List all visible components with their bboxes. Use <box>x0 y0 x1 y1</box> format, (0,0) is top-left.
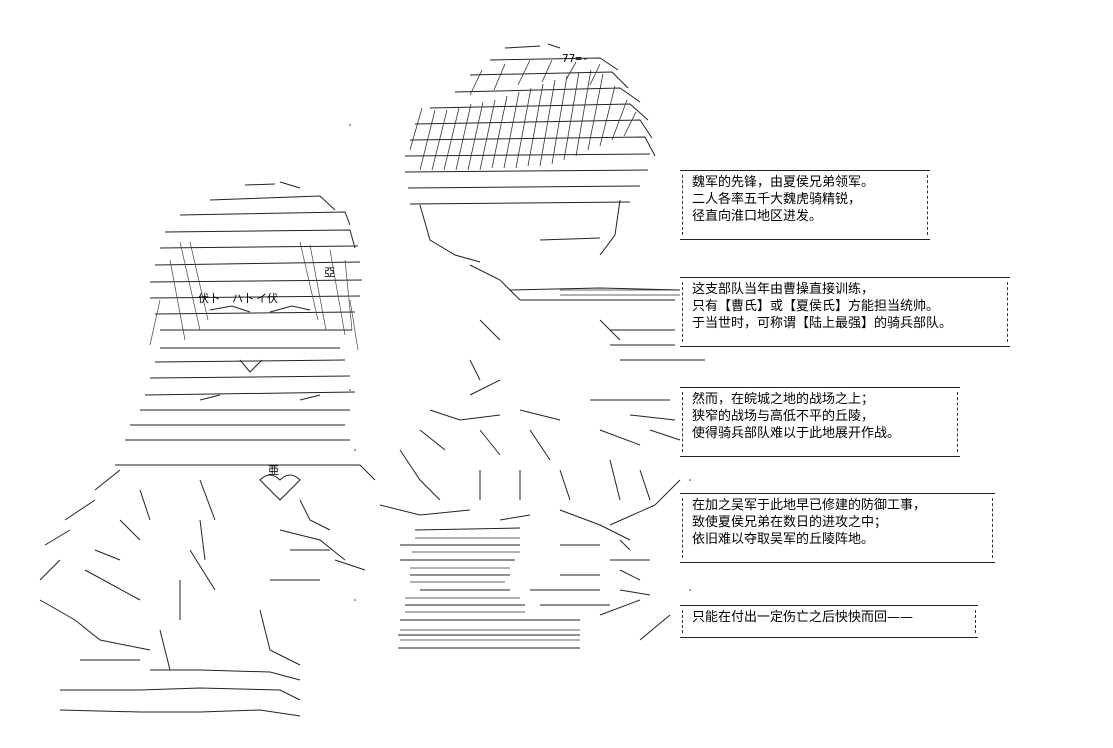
right-figure-hat-hatching <box>409 59 637 171</box>
left-figure <box>39 181 376 717</box>
left-kanji-1: 伏卜 <box>198 291 220 305</box>
left-belt-mark: 亜 <box>268 464 279 477</box>
caption-4-line-3: 依旧难以夺取吴军的丘陵阵地。 <box>692 532 875 547</box>
right-figure-hat <box>404 43 656 205</box>
left-hair-mark: 亞 <box>324 266 335 279</box>
caption-2-line-1: 这支部队当年由曹操直接训练， <box>692 282 875 297</box>
art-speckles <box>349 124 691 601</box>
caption-4-line-1: 在加之吴军于此地早已修建的防御工事， <box>692 498 927 513</box>
caption-1-line-2: 二人各率五千大魏虎骑精锐， <box>692 192 862 207</box>
left-figure-face <box>199 305 321 501</box>
right-figure-dense-lines <box>400 289 680 641</box>
right-hat-top: 77=- <box>562 52 589 65</box>
left-kanji-3: イ伏 <box>256 291 278 305</box>
caption-box-3: 然而，在皖城之地的战场之上； 狭窄的战场与高低不平的丘陵， 使得骑兵部队难以于此… <box>680 387 960 457</box>
right-figure-body <box>379 199 705 649</box>
caption-2-line-3: 于当世时，可称谓【陆上最强】的骑兵部队。 <box>692 316 953 331</box>
left-figure-hair-lines <box>149 241 359 351</box>
caption-3-line-3: 使得骑兵部队难以于此地展开作战。 <box>692 426 901 441</box>
caption-3-line-1: 然而，在皖城之地的战场之上； <box>692 392 875 407</box>
caption-1-line-3: 径直向淮口地区进发。 <box>692 209 823 224</box>
caption-5-line-1: 只能在付出一定伤亡之后怏怏而回—— <box>692 610 914 625</box>
caption-2-line-2: 只有【曹氏】或【夏侯氏】方能担当统帅。 <box>692 299 940 314</box>
caption-box-5: 只能在付出一定伤亡之后怏怏而回—— <box>680 605 978 638</box>
caption-box-4: 在加之吴军于此地早已修建的防御工事， 致使夏侯兄弟在数日的进攻之中； 依旧难以夺… <box>680 493 995 563</box>
caption-box-2: 这支部队当年由曹操直接训练， 只有【曹氏】或【夏侯氏】方能担当统帅。 于当世时，… <box>680 277 1010 347</box>
caption-box-1: 魏军的先锋，由夏侯兄弟领军。 二人各率五千大魏虎骑精锐， 径直向淮口地区进发。 <box>680 170 930 240</box>
caption-3-line-2: 狭窄的战场与高低不平的丘陵， <box>692 409 875 424</box>
left-kanji-2: ハ卜 <box>232 292 254 305</box>
caption-4-line-2: 致使夏侯兄弟在数日的进攻之中； <box>692 515 888 530</box>
caption-1-line-1: 魏军的先锋，由夏侯兄弟领军。 <box>692 175 875 190</box>
